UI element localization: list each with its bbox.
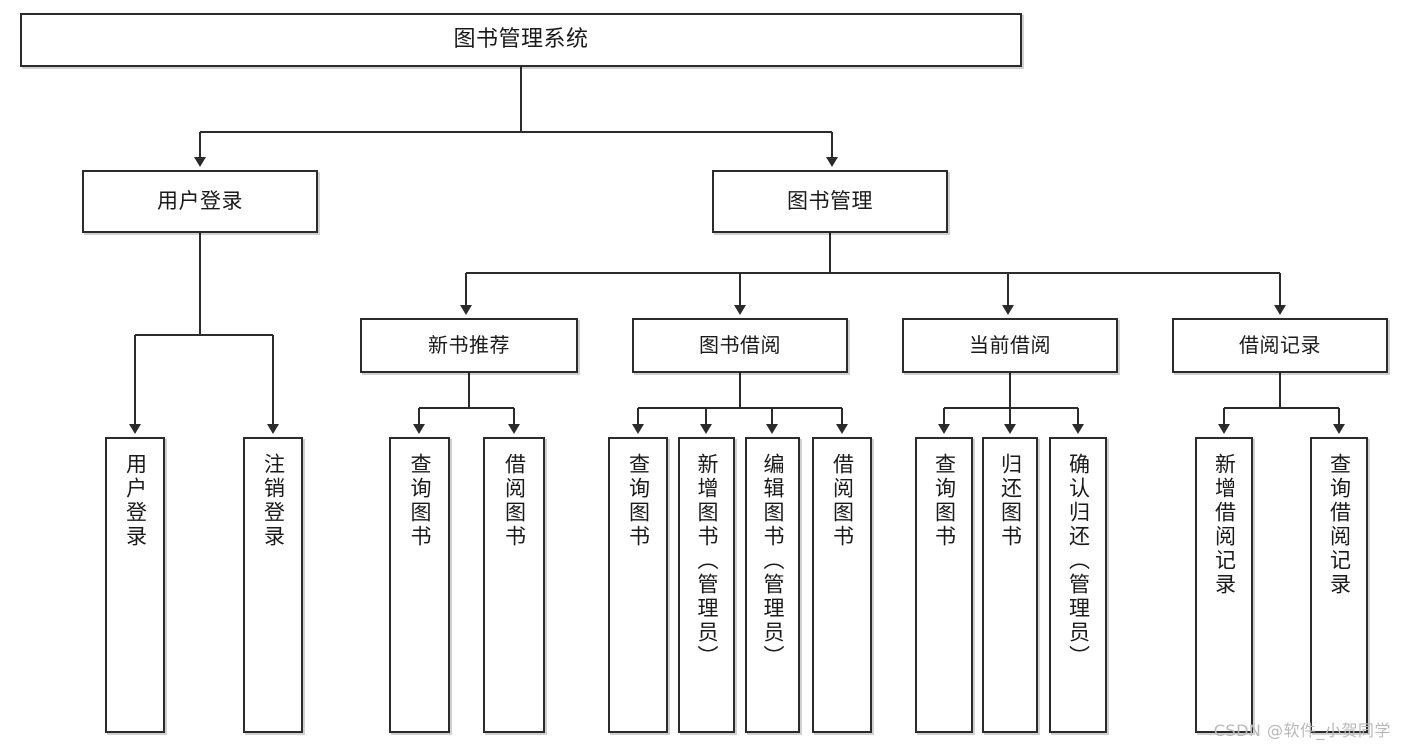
node-new-book-rec-label: 新书推荐 (428, 333, 510, 357)
node-leaf-add-book-label: 新增图书（管理员） (695, 453, 719, 669)
node-leaf-borrow-book-1[interactable]: 借阅图书 (483, 437, 545, 733)
node-leaf-user-logout[interactable]: 注销登录 (243, 437, 303, 733)
node-leaf-user-login[interactable]: 用户登录 (105, 437, 165, 733)
node-leaf-query-record-label: 查询借阅记录 (1327, 453, 1352, 597)
node-current-borrow[interactable]: 当前借阅 (902, 318, 1118, 373)
node-user-login-label: 用户登录 (157, 189, 243, 214)
node-leaf-add-record[interactable]: 新增借阅记录 (1195, 437, 1253, 733)
node-leaf-edit-book-label: 编辑图书（管理员） (761, 453, 785, 669)
node-book-manage[interactable]: 图书管理 (712, 170, 948, 233)
node-leaf-query-book-1-label: 查询图书 (408, 453, 432, 549)
node-leaf-query-book-3[interactable]: 查询图书 (915, 437, 973, 733)
node-leaf-query-book-2-label: 查询图书 (626, 453, 651, 549)
node-leaf-borrow-book-2[interactable]: 借阅图书 (812, 437, 872, 733)
node-leaf-user-login-label: 用户登录 (123, 453, 148, 549)
node-borrow-record-label: 借阅记录 (1239, 333, 1321, 357)
node-leaf-confirm-return[interactable]: 确认归还（管理员） (1049, 437, 1107, 733)
node-leaf-query-book-2[interactable]: 查询图书 (608, 437, 668, 733)
node-leaf-return-book-label: 归还图书 (998, 453, 1023, 549)
node-leaf-query-book-3-label: 查询图书 (932, 453, 957, 549)
node-leaf-confirm-return-label: 确认归还（管理员） (1066, 453, 1091, 669)
node-leaf-add-book[interactable]: 新增图书（管理员） (678, 437, 735, 733)
node-current-borrow-label: 当前借阅 (969, 333, 1051, 357)
node-borrow-record[interactable]: 借阅记录 (1172, 318, 1388, 373)
node-new-book-rec[interactable]: 新书推荐 (360, 318, 578, 373)
node-leaf-return-book[interactable]: 归还图书 (982, 437, 1038, 733)
node-user-login[interactable]: 用户登录 (82, 170, 318, 233)
node-book-borrow-label: 图书借阅 (699, 333, 781, 357)
node-leaf-user-logout-label: 注销登录 (261, 453, 286, 549)
node-book-manage-label: 图书管理 (787, 189, 873, 214)
node-leaf-add-record-label: 新增借阅记录 (1212, 453, 1237, 597)
watermark: CSDN @软件_小贺同学 (1213, 721, 1391, 740)
node-root[interactable]: 图书管理系统 (20, 13, 1022, 67)
node-leaf-query-book-1[interactable]: 查询图书 (389, 437, 450, 733)
node-leaf-borrow-book-1-label: 借阅图书 (502, 453, 527, 549)
node-leaf-borrow-book-2-label: 借阅图书 (830, 453, 855, 549)
node-root-label: 图书管理系统 (453, 27, 589, 53)
node-leaf-edit-book[interactable]: 编辑图书（管理员） (745, 437, 800, 733)
node-book-borrow[interactable]: 图书借阅 (632, 318, 848, 373)
node-leaf-query-record[interactable]: 查询借阅记录 (1310, 437, 1368, 733)
